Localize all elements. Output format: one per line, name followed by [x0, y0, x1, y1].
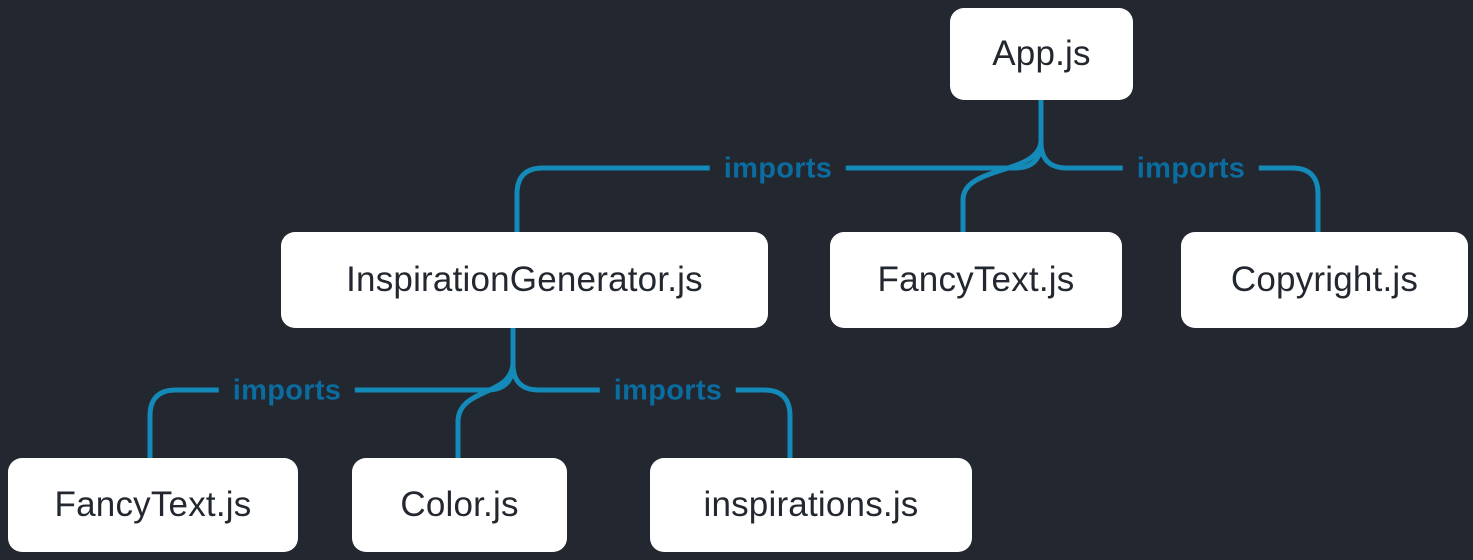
node-inspiration-generator-js: InspirationGenerator.js	[281, 232, 768, 328]
edge-label-imports-copyright: imports	[1122, 152, 1260, 186]
edge-label-imports-fancytext: imports	[218, 374, 356, 408]
edge-label-imports-inspirations: imports	[599, 374, 737, 408]
edge-label-imports-inspirationgenerator: imports	[709, 152, 847, 186]
node-app-js: App.js	[950, 8, 1133, 100]
node-fancy-text-js-top: FancyText.js	[830, 232, 1122, 328]
node-copyright-js: Copyright.js	[1181, 232, 1468, 328]
edge-inspirationgenerator-to-color	[455, 325, 516, 461]
node-color-js: Color.js	[352, 458, 567, 552]
node-fancy-text-js-bottom: FancyText.js	[8, 458, 298, 552]
node-inspirations-js: inspirations.js	[650, 458, 972, 552]
